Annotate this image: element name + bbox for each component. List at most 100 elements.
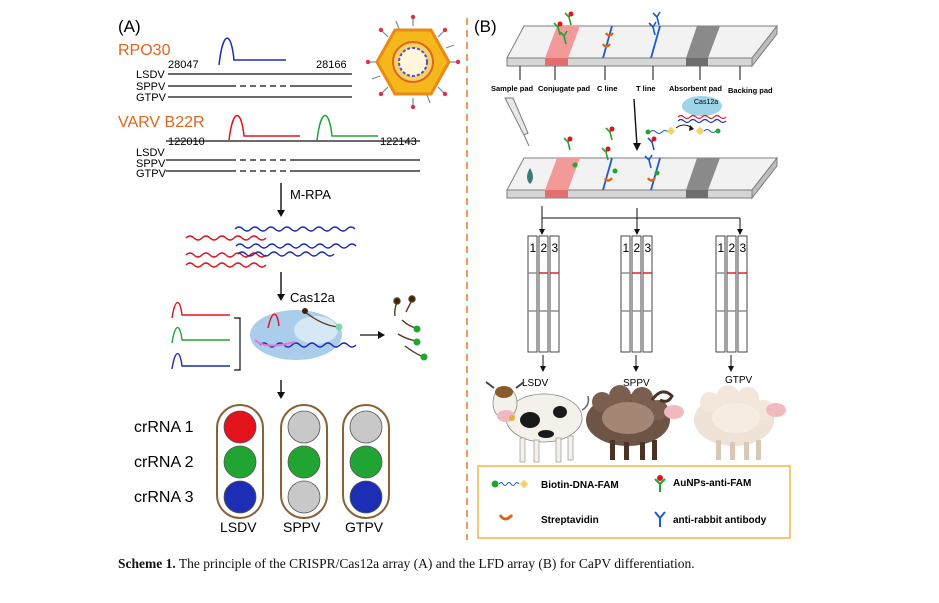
signal-bracket: [234, 317, 241, 371]
caption-label: Scheme 1.: [118, 556, 176, 571]
gene-b22r-label: VARV B22R: [118, 114, 205, 131]
cas12a-label-b: Cas12a: [694, 99, 718, 106]
result-dot-lsdv-3: [223, 480, 257, 514]
test-strip-number: 1: [718, 241, 725, 255]
column-lsdv-label: LSDV: [220, 519, 257, 535]
b22r-strain-gtpv: GTPV: [136, 168, 167, 180]
rpo30-strain-gtpv: GTPV: [136, 92, 167, 104]
result-dot-sppv-3: [287, 480, 321, 514]
signal-blue-peak: [171, 352, 230, 370]
column-gtpv-label: GTPV: [345, 519, 384, 535]
group-arrow-head: [728, 366, 734, 372]
signal-green-peak: [171, 326, 230, 344]
test-strip-sppv-2: [631, 235, 642, 353]
b22r-strain-lsdv: LSDV: [136, 147, 165, 159]
result-dot-lsdv-1: [223, 410, 257, 444]
sppv-sheep-icon: [586, 385, 684, 460]
rpo30-strain-sppv: SPPV: [136, 81, 166, 93]
aunps-anti-fam-icon: [654, 475, 666, 492]
test-strip-number: 1: [623, 241, 630, 255]
group-lsdv-label: LSDV: [522, 378, 548, 389]
label-absorbent-pad: Absorbent pad: [669, 84, 722, 93]
legend-streptavidin: Streptavidin: [541, 515, 599, 526]
cas12a-complex-icon: [250, 308, 357, 360]
streptavidin-icon: [498, 513, 514, 521]
cas12a-label-a: Cas12a: [290, 290, 336, 305]
panel-b: (B): [474, 11, 791, 539]
gene-rpo30-label: RPO30: [118, 42, 171, 59]
legend-box: Biotin-DNA-FAM AuNPs-anti-FAM Streptavid…: [477, 465, 791, 539]
result-dot-sppv-2: [287, 445, 321, 479]
label-c-line: C line: [597, 84, 617, 93]
figure-caption: Scheme 1. The principle of the CRISPR/Ca…: [118, 556, 918, 572]
rpo30-end-coord: 28166: [316, 59, 347, 71]
b22r-probe-peak-green: [316, 114, 378, 141]
flow-arrow: [633, 98, 638, 147]
group-gtpv-label: GTPV: [725, 375, 753, 386]
test-strip-lsdv-3: [549, 235, 560, 353]
panel-a-label: (A): [118, 17, 141, 36]
m-rpa-label: M-RPA: [290, 187, 331, 202]
test-strip-number: 3: [645, 241, 652, 255]
label-backing-pad: Backing pad: [728, 86, 773, 95]
crrna-2-label: crRNA 2: [134, 454, 194, 471]
signal-red-peak: [171, 301, 230, 319]
biotin-dna-fam-icon: [491, 480, 499, 488]
test-strip-gtpv-1: [715, 235, 726, 353]
group-arrow-head: [633, 366, 639, 372]
rpo30-alignment-lines: [168, 73, 352, 98]
result-dot-sppv-1: [287, 410, 321, 444]
label-conjugate-pad: Conjugate pad: [538, 84, 591, 93]
test-strip-gtpv-2: [726, 235, 737, 353]
test-strip-lsdv-2: [538, 235, 549, 353]
crrna-1-label: crRNA 1: [134, 419, 194, 436]
test-strip-sppv-3: [642, 235, 653, 353]
column-sppv-label: SPPV: [283, 519, 321, 535]
result-dot-gtpv-1: [349, 410, 383, 444]
test-strip-number: 2: [729, 241, 736, 255]
group-sppv-label: SPPV: [623, 378, 650, 389]
lfd-strip-top: [506, 11, 779, 68]
test-strip-sppv-1: [620, 235, 631, 353]
b22r-start-coord: 122010: [168, 136, 205, 148]
cow-icon: [485, 381, 590, 463]
test-strip-lsdv-1: [527, 235, 538, 353]
gtpv-sheep-icon: [694, 385, 786, 460]
rpo30-probe-peak: [218, 37, 286, 66]
rpo30-strain-lsdv: LSDV: [136, 69, 165, 81]
rpo30-start-coord: 28047: [168, 59, 199, 71]
label-sample-pad: Sample pad: [491, 84, 534, 93]
test-strip-number: 2: [634, 241, 641, 255]
legend-anti-rabbit-antibody: anti-rabbit antibody: [673, 515, 767, 526]
anti-rabbit-antibody-icon: [654, 511, 666, 527]
test-strip-number: 1: [530, 241, 537, 255]
result-dot-lsdv-2: [223, 445, 257, 479]
group-arrow-head: [540, 366, 546, 372]
result-dot-gtpv-2: [349, 445, 383, 479]
branch-connector: [541, 206, 741, 230]
amplicon-strands: [185, 226, 357, 268]
panel-b-label: (B): [474, 17, 497, 36]
crrna-result-tubes: [216, 404, 390, 519]
test-strip-gtpv-3: [737, 235, 748, 353]
strip-label-pointers: [519, 66, 741, 80]
label-t-line: T line: [636, 84, 656, 93]
b22r-alignment-lines: [166, 140, 420, 172]
lfd-strip-loaded: [506, 126, 779, 200]
test-strip-number: 3: [552, 241, 559, 255]
virus-particle-icon: [365, 14, 461, 110]
cleaved-reporter-icon: [393, 295, 428, 361]
test-strip-number: 3: [740, 241, 747, 255]
legend-aunps-anti-fam: AuNPs-anti-FAM: [673, 478, 751, 489]
cas12a-cleavage-icon: Cas12a: [645, 96, 727, 136]
panel-a: (A) RPO30 28047 28166 LSDV SPPV GTPV VAR…: [118, 14, 461, 535]
b22r-probe-peak-red: [228, 114, 300, 141]
caption-text: The principle of the CRISPR/Cas12a array…: [178, 556, 695, 571]
legend-biotin-dna-fam: Biotin-DNA-FAM: [541, 480, 619, 491]
result-dot-gtpv-3: [349, 480, 383, 514]
b22r-end-coord: 122143: [380, 136, 417, 148]
b22r-strain-sppv: SPPV: [136, 158, 166, 170]
crrna-3-label: crRNA 3: [134, 489, 194, 506]
